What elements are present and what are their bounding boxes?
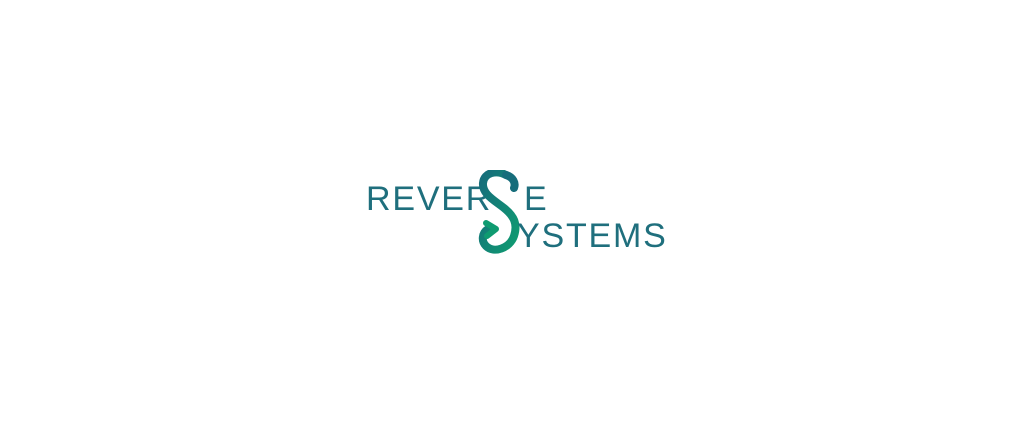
logo-text-line-2: SYSTEMS <box>366 170 367 171</box>
logo-s-loop-mark <box>478 170 520 254</box>
logo-word-reverse-suffix: E <box>524 180 549 218</box>
logo-word-systems-suffix: YSTEMS <box>517 217 668 255</box>
logo-word-reverse: REVER <box>366 182 492 216</box>
logo-word-reverse-prefix: REVER <box>366 180 493 218</box>
reverse-systems-logo: REVER E YSTEMS REVERSE SYSTEMS <box>366 170 666 260</box>
logo-text-line-1: REVERSE <box>366 170 367 171</box>
